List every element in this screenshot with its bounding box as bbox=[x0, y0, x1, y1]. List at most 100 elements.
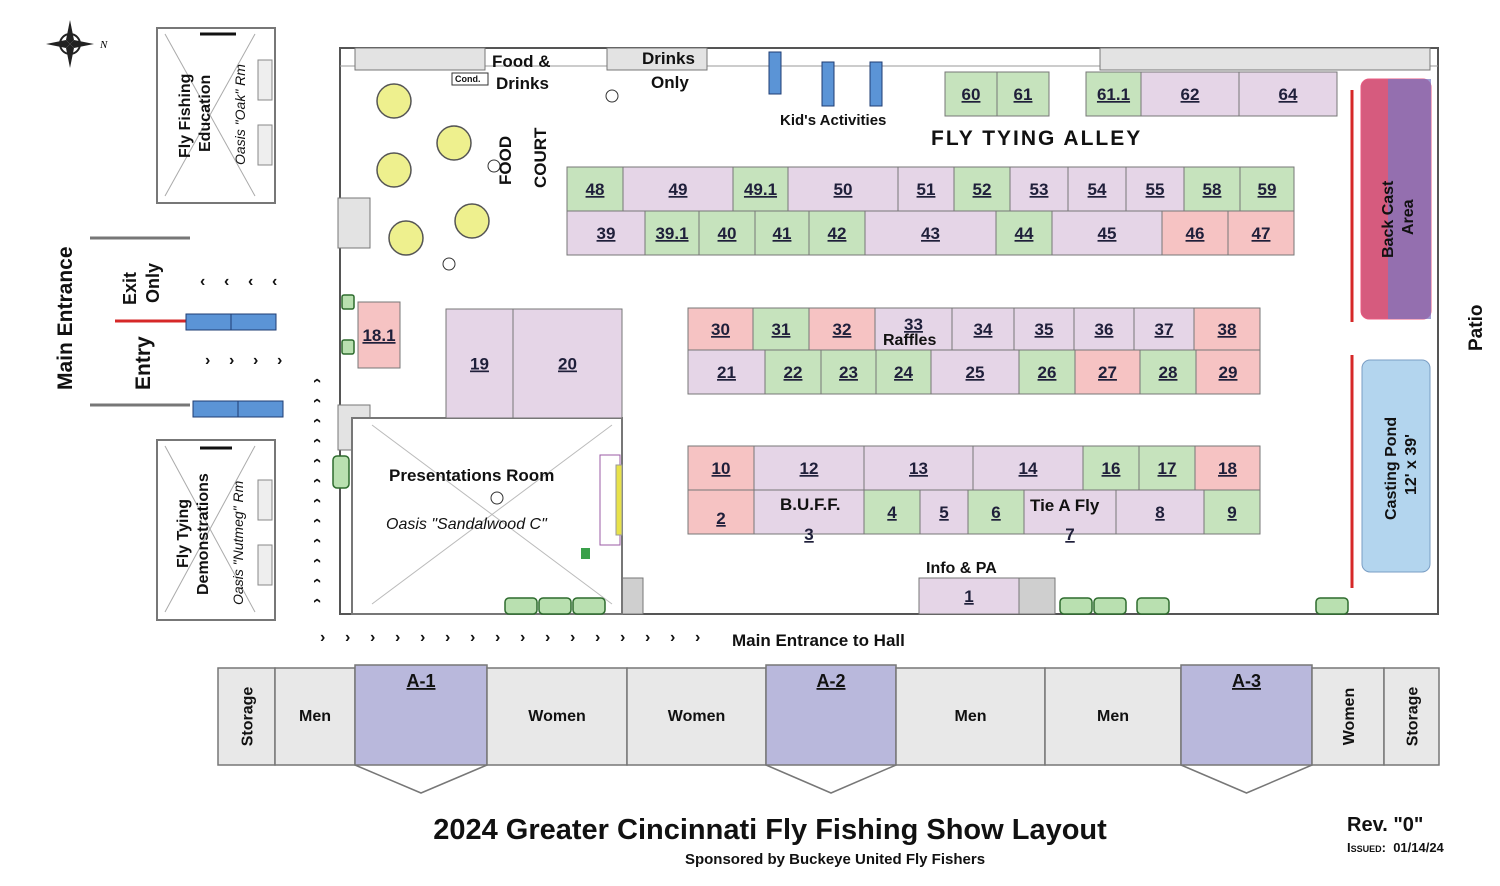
casting-pond-label-2: 12' x 39' bbox=[1403, 434, 1420, 495]
room-label: Men bbox=[299, 708, 331, 725]
issued-date: 01/14/24 bbox=[1393, 840, 1444, 855]
booth-13[interactable] bbox=[863, 445, 974, 491]
booth-16[interactable] bbox=[1082, 445, 1140, 491]
booth-10[interactable] bbox=[687, 445, 755, 491]
booth-21[interactable] bbox=[687, 349, 766, 395]
room-label: Women bbox=[528, 708, 585, 725]
kids-activities-label: Kid's Activities bbox=[780, 112, 886, 129]
booth-47[interactable] bbox=[1227, 210, 1295, 256]
booth-25[interactable] bbox=[930, 349, 1020, 395]
booth-20[interactable] bbox=[512, 308, 623, 419]
booth-27[interactable] bbox=[1074, 349, 1141, 395]
booth-number: 31 bbox=[772, 320, 791, 339]
booth-64[interactable] bbox=[1238, 71, 1338, 117]
booth-45[interactable] bbox=[1051, 210, 1163, 256]
booth-14[interactable] bbox=[972, 445, 1084, 491]
booth-number: 26 bbox=[1038, 363, 1057, 382]
svg-text:›: › bbox=[205, 352, 210, 369]
booth-22[interactable] bbox=[764, 349, 822, 395]
booth-40[interactable] bbox=[698, 210, 756, 256]
entry-vestibule: Main Entrance Exit Only Entry bbox=[54, 236, 284, 418]
booth-44[interactable] bbox=[995, 210, 1053, 256]
food-counter bbox=[354, 47, 486, 71]
booth-37[interactable] bbox=[1133, 307, 1195, 351]
lounge-couches bbox=[332, 294, 1349, 615]
booth-12[interactable] bbox=[753, 445, 865, 491]
booth-number: 64 bbox=[1279, 85, 1298, 104]
booth-number: 38 bbox=[1218, 320, 1237, 339]
booth-number: 49.1 bbox=[744, 180, 777, 199]
booth-19[interactable] bbox=[445, 308, 514, 419]
svg-text:‹: ‹ bbox=[309, 578, 326, 583]
booth-4[interactable] bbox=[863, 489, 921, 535]
booth-41[interactable] bbox=[754, 210, 810, 256]
room-storage bbox=[1383, 667, 1440, 766]
booth-36[interactable] bbox=[1073, 307, 1135, 351]
room-label: Storage bbox=[240, 687, 257, 747]
booth-39.1[interactable] bbox=[644, 210, 700, 256]
booth-number: 28 bbox=[1159, 363, 1178, 382]
booth-58[interactable] bbox=[1183, 166, 1241, 212]
booth-59[interactable] bbox=[1239, 166, 1295, 212]
fly-fishing-education-label-2: Education bbox=[197, 75, 214, 152]
nutmeg-room-label: Oasis "Nutmeg" Rm bbox=[230, 480, 246, 605]
booth-9[interactable] bbox=[1203, 489, 1261, 535]
booth-61.1[interactable] bbox=[1085, 71, 1142, 117]
booth-18[interactable] bbox=[1194, 445, 1261, 491]
booth-24[interactable] bbox=[875, 349, 932, 395]
booth-2[interactable] bbox=[687, 489, 755, 535]
fly-tying-demonstrations-room: Fly Tying Demonstrations Oasis "Nutmeg" … bbox=[156, 439, 276, 621]
food-court-tables bbox=[376, 83, 490, 256]
sandalwood-label: Oasis "Sandalwood C" bbox=[386, 516, 548, 533]
booth-31[interactable] bbox=[752, 307, 810, 351]
booth-number: 18 bbox=[1218, 459, 1237, 478]
booth-33[interactable] bbox=[874, 307, 953, 351]
presentations-room-label: Presentations Room bbox=[389, 466, 554, 485]
booth-number: 24 bbox=[894, 363, 913, 382]
booth-1[interactable] bbox=[918, 577, 1020, 615]
booth-61[interactable] bbox=[996, 71, 1050, 117]
booth-number: 34 bbox=[974, 320, 993, 339]
booth-29[interactable] bbox=[1195, 349, 1261, 395]
booth-30[interactable] bbox=[687, 307, 754, 351]
booth-number: 32 bbox=[833, 320, 852, 339]
booth-5[interactable] bbox=[919, 489, 969, 535]
booth-42[interactable] bbox=[808, 210, 866, 256]
main-entrance-hall-label: Main Entrance to Hall bbox=[732, 631, 905, 650]
svg-text:›: › bbox=[420, 629, 425, 646]
booth-number: 8 bbox=[1155, 503, 1164, 522]
ballroom-door-wedge bbox=[1180, 764, 1313, 794]
booth-43[interactable] bbox=[864, 210, 997, 256]
booth-55[interactable] bbox=[1125, 166, 1185, 212]
svg-text:›: › bbox=[670, 629, 675, 646]
booth-18.1[interactable] bbox=[357, 301, 401, 369]
booth-48[interactable] bbox=[566, 166, 624, 212]
booth-number: 10 bbox=[712, 459, 731, 478]
booth-34[interactable] bbox=[951, 307, 1015, 351]
booth-7[interactable] bbox=[1023, 489, 1117, 535]
back-cast-label: Back Cast bbox=[1380, 180, 1397, 258]
booth-52[interactable] bbox=[953, 166, 1011, 212]
issued-line: Issued: 01/14/24 bbox=[1347, 840, 1444, 855]
booth-23[interactable] bbox=[820, 349, 877, 395]
booth-number: 20 bbox=[558, 355, 577, 374]
svg-text:›: › bbox=[570, 629, 575, 646]
ballroom-a-3 bbox=[1180, 664, 1313, 766]
booth-28[interactable] bbox=[1139, 349, 1197, 395]
booth-number: 48 bbox=[586, 180, 605, 199]
svg-text:›: › bbox=[277, 352, 282, 369]
booth-62[interactable] bbox=[1140, 71, 1240, 117]
food-drinks-label-2: Drinks bbox=[496, 74, 549, 93]
booth-26[interactable] bbox=[1018, 349, 1076, 395]
revision-label: Rev. "0" bbox=[1347, 814, 1424, 836]
booth-50[interactable] bbox=[787, 166, 899, 212]
booth-17[interactable] bbox=[1138, 445, 1196, 491]
cond-label: Cond. bbox=[455, 74, 481, 84]
booth-6[interactable] bbox=[967, 489, 1025, 535]
back-cast-label-2: Area bbox=[1400, 199, 1417, 235]
booth-number: 30 bbox=[711, 320, 730, 339]
booth-39[interactable] bbox=[566, 210, 646, 256]
booth-8[interactable] bbox=[1115, 489, 1205, 535]
kids-activities-area: Kid's Activities bbox=[768, 51, 886, 129]
